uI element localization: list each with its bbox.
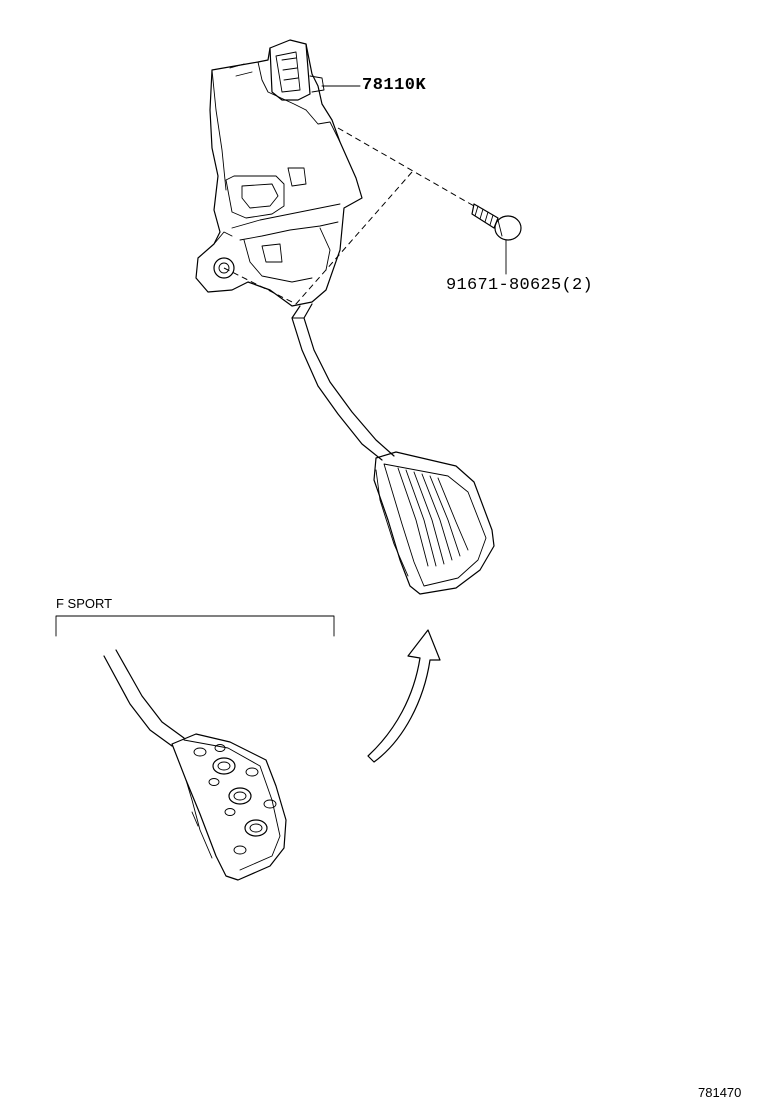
bolt-icon [471, 203, 522, 241]
alignment-lines [223, 127, 475, 305]
diagram-id: 781470 [698, 1085, 742, 1100]
pedal-bracket-housing [195, 39, 363, 307]
variant-label: F SPORT [56, 596, 113, 611]
part-number-pedal-assembly: 78110K [362, 76, 427, 95]
sport-pedal-pad [171, 733, 287, 881]
pedal-pad [373, 451, 495, 595]
sport-pedal-arm [103, 649, 185, 747]
part-number-bolt: 91671-80625(2) [446, 276, 594, 295]
upward-arrow-icon [367, 629, 441, 763]
variant-bracket [55, 615, 335, 637]
sensor-connector [269, 43, 325, 101]
pedal-arm [291, 303, 395, 461]
